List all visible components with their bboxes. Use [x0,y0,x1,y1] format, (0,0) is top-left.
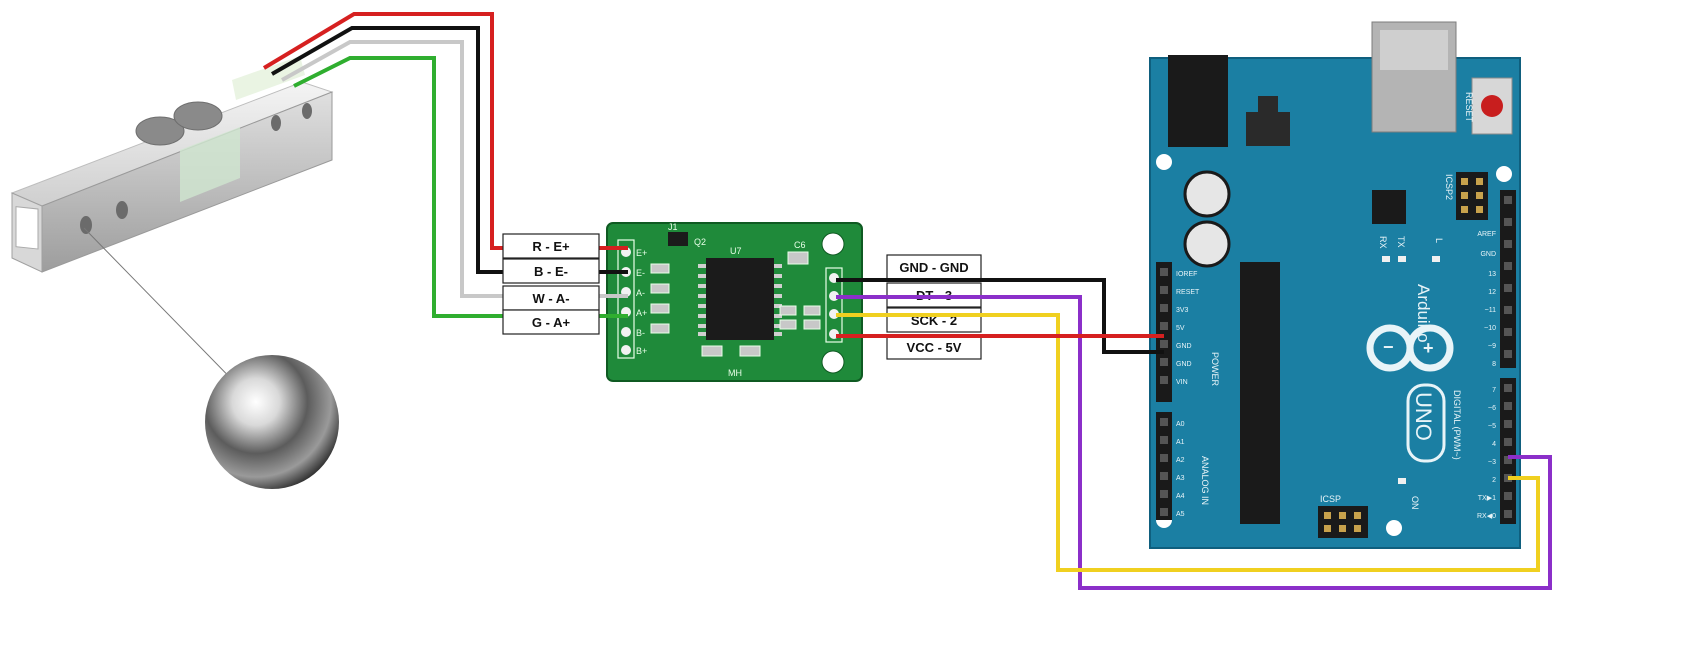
input-label-3: G - A+ [502,309,600,335]
svg-text:~3: ~3 [1488,459,1496,466]
svg-text:UNO: UNO [1411,392,1436,441]
output-label-0: GND - GND [886,254,982,280]
svg-text:MH: MH [728,368,742,378]
svg-text:E+: E+ [636,248,647,258]
hx711-output-wires [836,278,1552,590]
svg-text:Arduino: Arduino [1414,284,1433,343]
svg-text:A3: A3 [1176,475,1185,482]
svg-text:8: 8 [1492,361,1496,368]
svg-text:GND: GND [1176,343,1192,350]
output-label-3: VCC - 5V [886,334,982,360]
svg-text:J1: J1 [668,222,678,232]
svg-text:RESET: RESET [1464,92,1474,123]
svg-text:~9: ~9 [1488,343,1496,350]
hx711-output-labels: GND - GND DT - 3 SCK - 2 VCC - 5V [886,254,982,360]
svg-text:GND - GND: GND - GND [899,260,968,275]
string [83,227,251,399]
input-label-2: W - A- [502,285,600,311]
svg-text:5V: 5V [1176,325,1185,332]
svg-text:W - A-: W - A- [532,291,569,306]
svg-text:RESET: RESET [1176,289,1200,296]
svg-text:+: + [1423,338,1434,358]
svg-text:A2: A2 [1176,457,1185,464]
svg-text:GND: GND [1480,251,1496,258]
w-green-wire [293,56,633,318]
svg-text:U7: U7 [730,246,742,256]
svg-text:B - E-: B - E- [534,264,568,279]
svg-text:B-: B- [636,328,645,338]
input-label-0: R - E+ [502,233,600,259]
svg-text:12: 12 [1488,289,1496,296]
svg-text:G - A+: G - A+ [532,315,571,330]
svg-text:4: 4 [1492,441,1496,448]
svg-text:~11: ~11 [1485,307,1496,314]
steel-ball [205,355,339,489]
svg-text:ON: ON [1410,496,1420,510]
svg-text:DIGITAL (PWM~): DIGITAL (PWM~) [1452,390,1462,460]
svg-text:RX: RX [1378,236,1388,249]
o-black-wire [836,278,1164,354]
output-label-2: SCK - 2 [886,307,982,333]
svg-text:13: 13 [1488,271,1496,278]
input-label-1: B - E- [502,258,600,284]
svg-text:A1: A1 [1176,439,1185,446]
svg-text:3V3: 3V3 [1176,307,1189,314]
o-purple-wire [836,295,1552,590]
svg-text:B+: B+ [636,346,647,356]
svg-text:VIN: VIN [1176,379,1188,386]
svg-text:L: L [1434,238,1444,243]
svg-text:IOREF: IOREF [1176,271,1197,278]
svg-text:POWER: POWER [1210,352,1220,387]
svg-text:ANALOG IN: ANALOG IN [1200,456,1210,505]
svg-text:AREF: AREF [1477,231,1496,238]
svg-text:2: 2 [1492,477,1496,484]
svg-text:TX▶1: TX▶1 [1478,495,1496,502]
arduino-uno: RESET ICSP2 ICSP RX TX L ON − + Arduino … [1149,21,1521,549]
svg-text:ICSP: ICSP [1320,494,1341,504]
svg-text:GND: GND [1176,361,1192,368]
svg-text:~6: ~6 [1488,405,1496,412]
svg-text:A5: A5 [1176,511,1185,518]
svg-text:TX: TX [1396,236,1406,248]
o-yellow-wire [836,313,1540,572]
hx711-input-labels: R - E+ B - E- W - A- G - A+ [502,233,600,335]
svg-text:C6: C6 [794,240,806,250]
svg-text:A4: A4 [1176,493,1185,500]
svg-text:~5: ~5 [1488,423,1496,430]
svg-text:RX◀0: RX◀0 [1477,513,1496,520]
svg-text:R - E+: R - E+ [532,239,570,254]
svg-text:ICSP2: ICSP2 [1444,174,1454,200]
svg-text:−: − [1383,337,1394,357]
svg-text:7: 7 [1492,387,1496,394]
svg-text:A-: A- [636,288,645,298]
svg-text:E-: E- [636,268,645,278]
svg-text:A+: A+ [636,308,647,318]
svg-text:VCC - 5V: VCC - 5V [907,340,962,355]
svg-text:Q2: Q2 [694,237,706,247]
load-cell [10,56,334,273]
hx711-board: J1 Q2 U7 C6 MH E+ E- A- A+ B- B+ [606,222,863,382]
svg-text:~10: ~10 [1484,325,1496,332]
arduino-logo: − + Arduino UNO [1366,284,1454,463]
svg-text:A0: A0 [1176,421,1185,428]
